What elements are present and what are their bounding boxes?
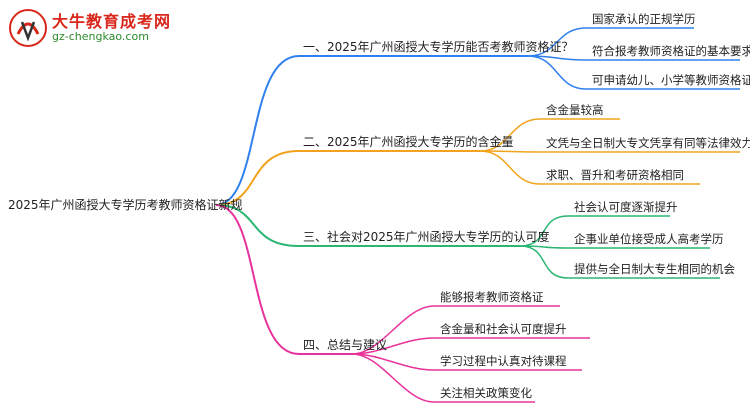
branch-2-leaf-1-connector (479, 118, 541, 152)
branch-2-connector (215, 150, 300, 206)
branch-2-leaf-3-label: 求职、晋升和考研资格相同 (546, 168, 684, 182)
root-node-label: 2025年广州函授大专学历考教师资格证新规 (8, 197, 243, 212)
branch-2-leaf-3-connector (479, 150, 541, 185)
branch-3-label: 三、社会对2025年广州函授大专学历的认可度 (303, 229, 550, 244)
branch-3-connector (215, 204, 300, 247)
branch-1-leaf-1-label: 国家承认的正规学历 (592, 12, 696, 26)
branch-2-leaf-2-label: 文凭与全日制大专文凭享有同等法律效力 (546, 136, 750, 150)
branch-1-label: 一、2025年广州函授大专学历能否考教师资格证？ (303, 39, 574, 54)
branch-4-leaf-4-connector (351, 353, 435, 403)
branch-1-connector (215, 55, 300, 206)
branch-3-leaf-1-connector (519, 215, 569, 247)
logo-title: 大牛教育成考网 (52, 12, 172, 31)
branch-4-leaf-1-connector (351, 305, 435, 355)
branch-1-leaf-2-label: 符合报考教师资格证的基本要求 (592, 44, 750, 58)
branch-4-leaf-1-label: 能够报考教师资格证 (440, 290, 544, 304)
logo-url: gz-chengkao.com (52, 30, 149, 43)
logo-mark-icon (9, 9, 47, 47)
branch-2-label: 二、2025年广州函授大专学历的含金量 (303, 134, 514, 149)
branch-2-leaf-1-label: 含金量较高 (546, 103, 604, 117)
branch-3-leaf-1-label: 社会认可度逐渐提升 (574, 200, 678, 214)
branch-4-leaf-2-connector (351, 337, 435, 355)
branch-4-leaf-4-label: 关注相关政策变化 (440, 386, 532, 400)
branch-1-leaf-3-connector (527, 55, 587, 90)
site-logo[interactable]: 大牛教育成考网 gz-chengkao.com (8, 6, 178, 50)
branch-1-leaf-3-label: 可申请幼儿、小学等教师资格证 (592, 73, 750, 87)
branch-3-leaf-2-label: 企事业单位接受成人高考学历 (574, 232, 724, 246)
branch-1-leaf-1-connector (527, 27, 587, 57)
branch-4-connector (215, 204, 300, 355)
branch-4-label: 四、总结与建议 (303, 338, 387, 352)
branch-4-leaf-3-label: 学习过程中认真对待课程 (440, 354, 567, 368)
branch-3-leaf-3-label: 提供与全日制大专生相同的机会 (574, 262, 735, 276)
branch-4-leaf-3-connector (351, 353, 435, 371)
branch-4-leaf-2-label: 含金量和社会认可度提升 (440, 322, 567, 336)
branch-3-leaf-3-connector (519, 245, 569, 279)
